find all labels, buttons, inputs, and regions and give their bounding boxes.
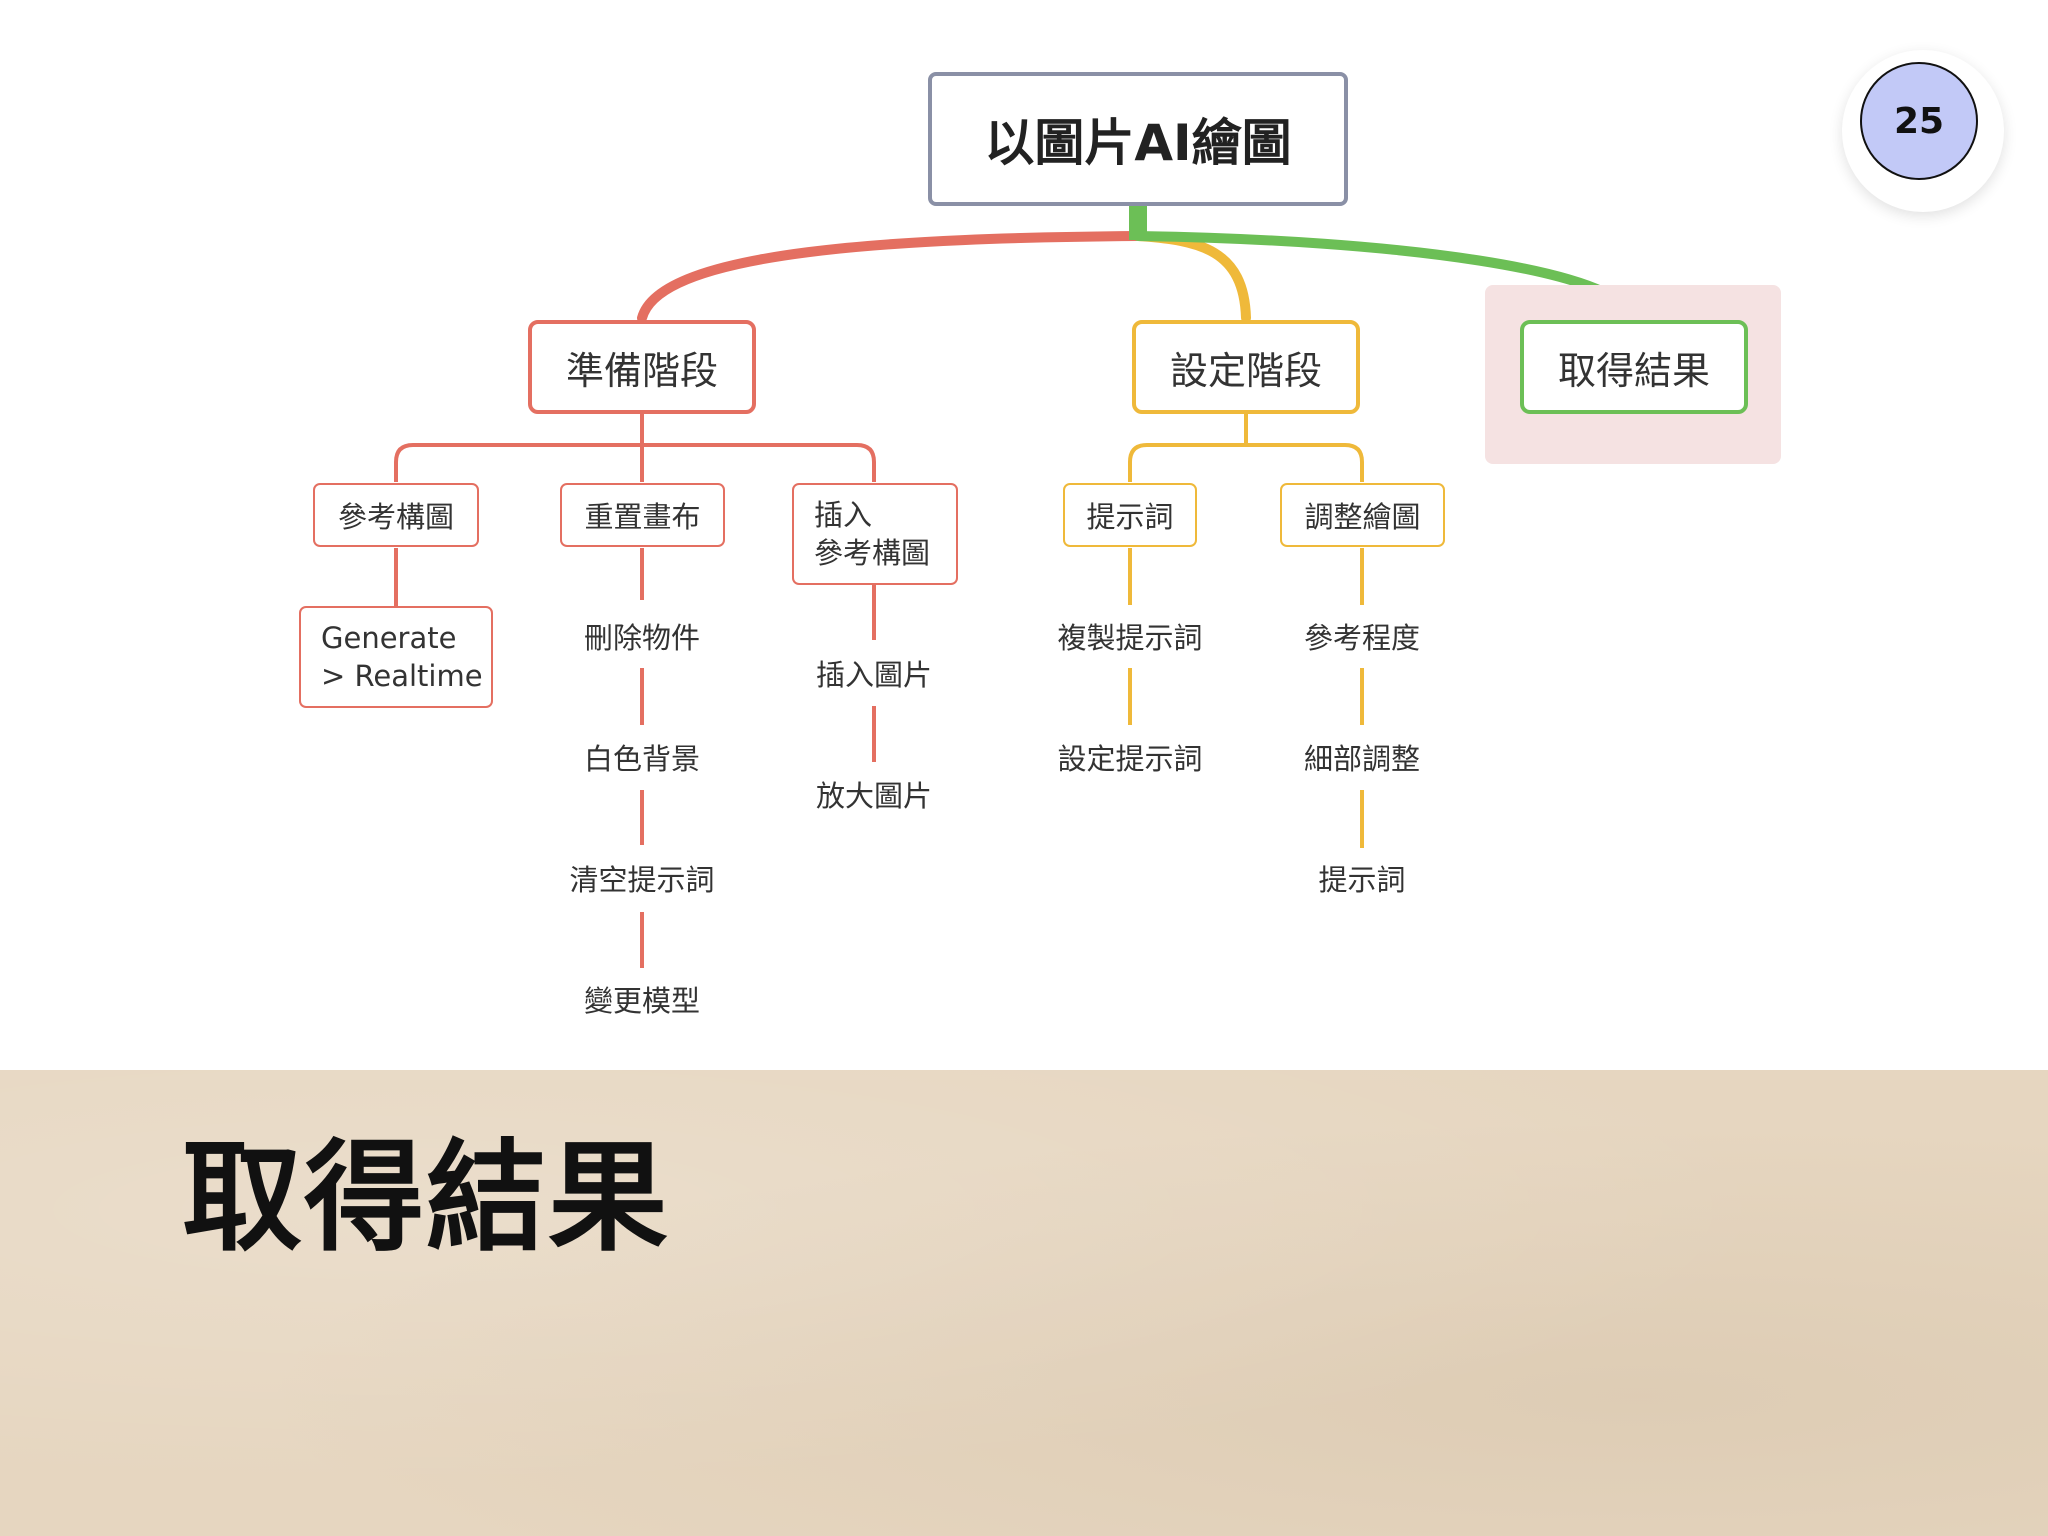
leaf-white-background: 白色背景 bbox=[583, 742, 701, 776]
leaf-copy-prompt: 複製提示詞 bbox=[1057, 621, 1203, 655]
paper-background bbox=[0, 1070, 2048, 1536]
connector-lines bbox=[394, 206, 1639, 968]
insert-reference-node[interactable]: 插入 參考構圖 bbox=[792, 483, 958, 585]
leaf-prompt-word: 提示詞 bbox=[1318, 863, 1406, 897]
connector-setup-bar bbox=[1128, 443, 1364, 482]
leaf-fine-adjust: 細部調整 bbox=[1303, 742, 1421, 776]
result-stage-node[interactable]: 取得結果 bbox=[1520, 320, 1748, 414]
leaf-change-model: 變更模型 bbox=[583, 984, 701, 1018]
setup-stage-node[interactable]: 設定階段 bbox=[1132, 320, 1360, 414]
reset-canvas-node[interactable]: 重置畫布 bbox=[560, 483, 725, 547]
generate-realtime-node[interactable]: Generate > Realtime bbox=[299, 606, 493, 708]
leaf-insert-image: 插入圖片 bbox=[815, 658, 933, 692]
connector-root-setup bbox=[1133, 231, 1251, 323]
reference-composition-node[interactable]: 參考構圖 bbox=[313, 483, 479, 547]
prompt-node[interactable]: 提示詞 bbox=[1063, 483, 1197, 547]
adjust-drawing-node[interactable]: 調整繪圖 bbox=[1280, 483, 1445, 547]
connector-prepare-bar bbox=[394, 443, 876, 482]
connector-root-stem bbox=[1129, 206, 1147, 240]
insert-reference-line2: 參考構圖 bbox=[814, 536, 931, 570]
prepare-stage-node[interactable]: 準備階段 bbox=[528, 320, 756, 414]
insert-reference-line1: 插入 bbox=[814, 498, 873, 532]
generate-realtime-line2: > Realtime bbox=[321, 659, 483, 693]
root-node[interactable]: 以圖片AI繪圖 bbox=[928, 72, 1348, 206]
leaf-clear-prompt: 清空提示詞 bbox=[569, 863, 715, 897]
leaf-reference-level: 參考程度 bbox=[1303, 621, 1421, 655]
leaf-delete-objects: 刪除物件 bbox=[583, 621, 701, 655]
slide-title: 取得結果 bbox=[182, 1129, 670, 1268]
connector-root-prepare bbox=[637, 231, 1143, 323]
page-number-badge: 25 bbox=[1860, 62, 1978, 180]
leaf-set-prompt: 設定提示詞 bbox=[1057, 742, 1203, 776]
mind-map: 以圖片AI繪圖 準備階段 設定階段 取得結果 參考構圖 重置畫布 插入 參考構圖… bbox=[299, 62, 1978, 1018]
leaf-enlarge-image: 放大圖片 bbox=[815, 779, 933, 813]
generate-realtime-line1: Generate bbox=[321, 621, 457, 655]
